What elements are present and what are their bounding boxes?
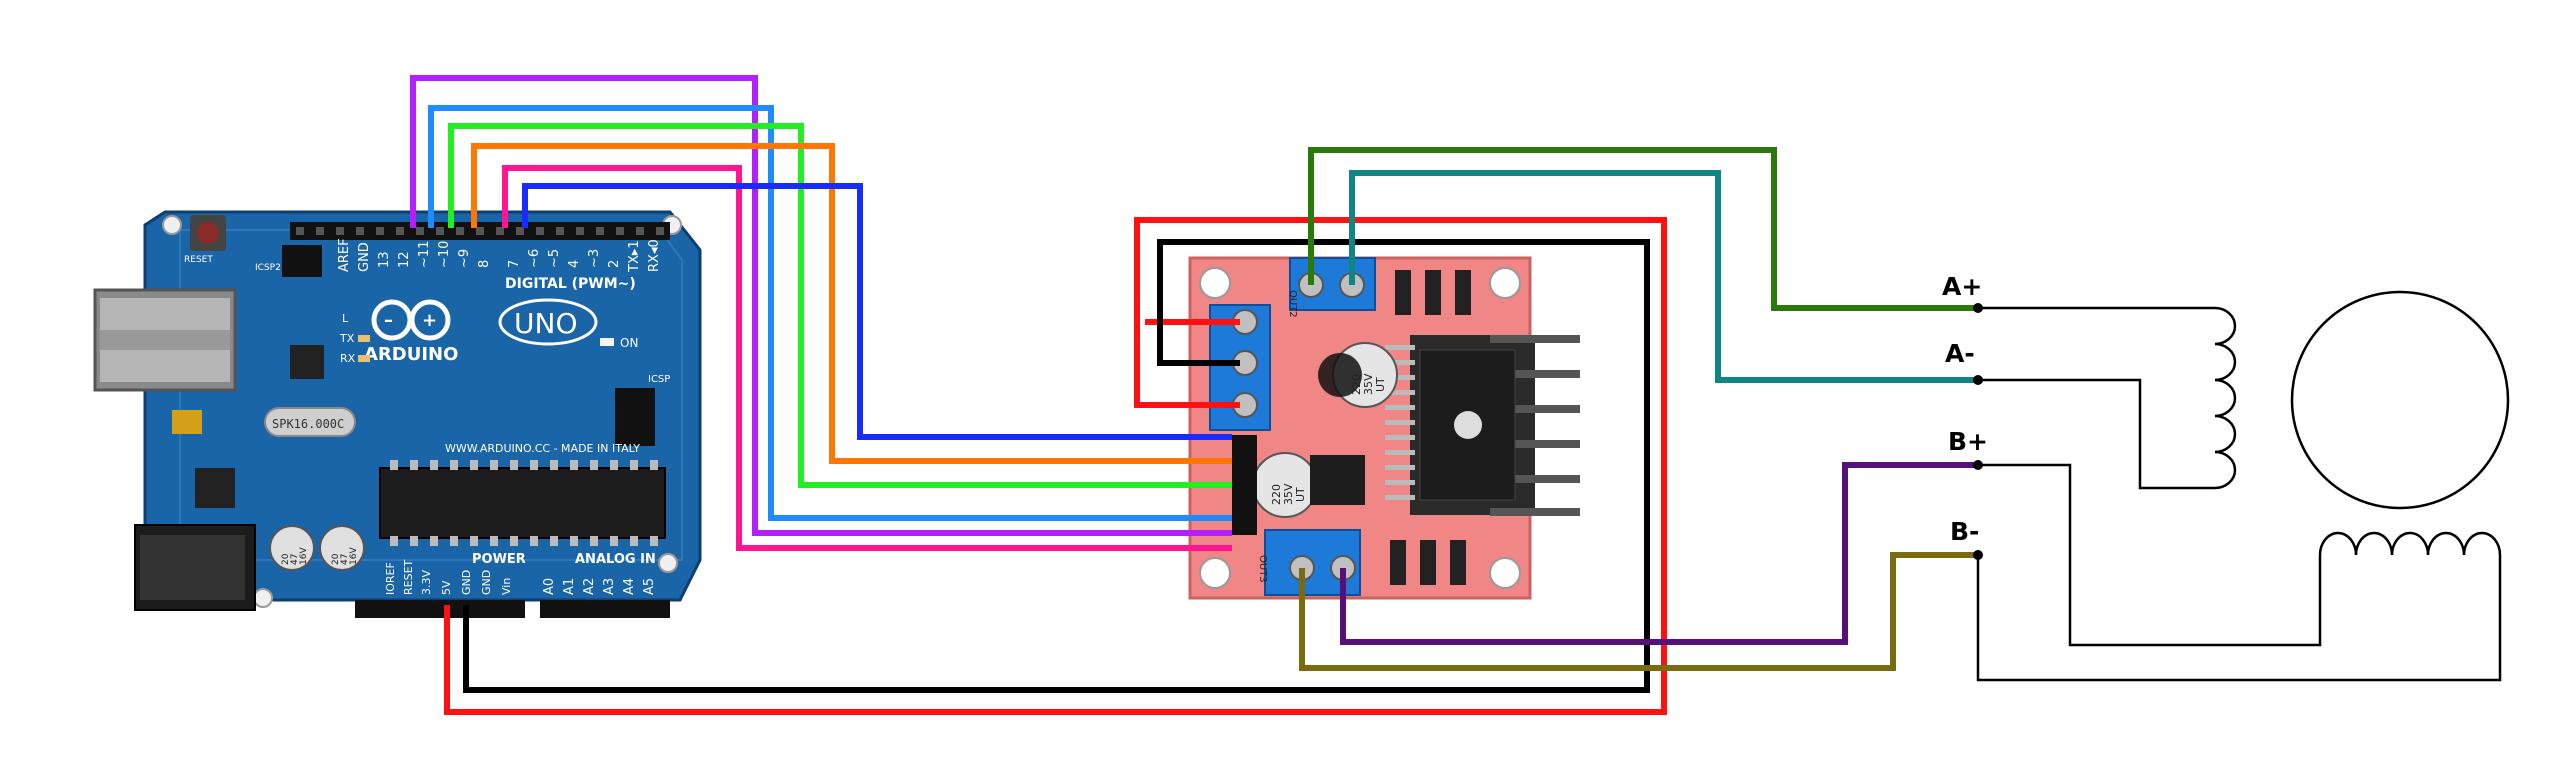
arduino-uno-board: RESET AREF GND 13 12 ~11 ~10 ~9 8 7 ~6 xyxy=(93,210,702,618)
pin-11-label: ~11 xyxy=(417,241,432,268)
wire-pink-pin7 xyxy=(502,165,1232,551)
pin-4-label: 4 xyxy=(567,260,582,268)
pin-5-label: ~5 xyxy=(547,249,562,268)
motor-rotor-circle xyxy=(2290,290,2510,510)
cap2-line-1: 20 xyxy=(331,553,341,565)
analog-pin-a5: A5 xyxy=(642,578,657,595)
pin-10-label: ~10 xyxy=(437,241,452,268)
stepper-motor-schematic xyxy=(1976,290,2510,682)
pin-12-label: 12 xyxy=(397,251,412,268)
wire-green-pin9 xyxy=(448,123,1232,488)
wire-skyblue-pin10 xyxy=(428,105,1232,521)
arduino-model-label: UNO xyxy=(514,307,577,340)
aref-pin-label: AREF xyxy=(337,238,352,272)
icsp2-label: ICSP2 xyxy=(255,263,281,273)
crystal-label: SPK16.000C xyxy=(272,417,344,431)
tx-led-label: TX xyxy=(339,332,355,345)
wire-blue-pin6 xyxy=(522,183,1232,440)
cap1-line-1: 20 xyxy=(281,553,291,565)
wire-purple-pin11 xyxy=(410,75,1232,536)
terminal-a-minus-label: A- xyxy=(1945,339,1975,368)
power-pin-5v: 5V xyxy=(440,580,453,595)
arduino-capacitor-2: 20 47 16V xyxy=(319,525,365,571)
pin-2-label: 2 xyxy=(607,260,622,268)
analog-pin-a0: A0 xyxy=(542,578,557,595)
cap1-line-3: 16V xyxy=(299,547,309,565)
driver-cap2-line-3: UT xyxy=(1294,487,1307,502)
on-led-label: ON xyxy=(620,336,638,350)
power-wires xyxy=(444,217,1667,715)
power-header xyxy=(355,600,525,618)
analog-header xyxy=(540,600,670,618)
svg-text:–: – xyxy=(384,310,393,331)
terminal-b-minus-label: B- xyxy=(1950,517,1979,546)
out3-label: OUT3 xyxy=(1257,555,1268,583)
motor-wires xyxy=(1299,147,1975,671)
power-pin-reset: RESET xyxy=(402,559,415,595)
input-header xyxy=(1232,435,1257,535)
wire-olive-b-minus xyxy=(1299,552,1975,671)
pin-8-label: 8 xyxy=(477,260,492,268)
driver-cap1-line-2: 35V xyxy=(1362,373,1375,395)
power-pin-gnd-2: GND xyxy=(480,570,493,595)
cap1-line-2: 47 xyxy=(290,554,300,565)
pin-7-label: 7 xyxy=(507,260,522,268)
analog-pin-a3: A3 xyxy=(602,578,617,595)
wire-teal-a-minus xyxy=(1349,170,1975,383)
driver-capacitor-1: 220 35V UT xyxy=(1318,342,1398,408)
gnd-pin-label: GND xyxy=(357,242,372,272)
wire-darkpurple-b-plus xyxy=(1340,462,1975,645)
cap2-line-2: 47 xyxy=(340,554,350,565)
pin-3-label: ~3 xyxy=(587,249,602,268)
wire-black-gnd xyxy=(463,239,1650,693)
rx-led-label: RX xyxy=(340,352,356,365)
l298n-driver-board: OUT2 OUT3 220 35V UT 220 35V UT xyxy=(1188,256,1580,600)
driver-cap2-line-1: 220 xyxy=(1270,484,1283,505)
svg-text:+: + xyxy=(422,310,437,331)
website-label: WWW.ARDUINO.CC - MADE IN ITALY xyxy=(445,442,640,455)
driver-capacitor-2: 220 35V UT xyxy=(1252,452,1318,518)
power-pin-3v3: 3.3V xyxy=(420,570,433,595)
power-pin-ioref: IOREF xyxy=(384,562,397,595)
digital-header-label: DIGITAL (PWM~) xyxy=(505,276,636,292)
wire-darkgreen-a-plus xyxy=(1308,147,1975,311)
pin-9-label: ~9 xyxy=(457,249,472,268)
analog-header-label: ANALOG IN xyxy=(575,552,656,567)
arduino-brand-label: ARDUINO xyxy=(364,344,458,365)
terminal-b-plus-label: B+ xyxy=(1948,427,1988,456)
driver-cap2-line-2: 35V xyxy=(1282,483,1295,505)
driver-cap1-line-3: UT xyxy=(1374,377,1387,392)
power-pin-gnd-1: GND xyxy=(460,570,473,595)
pin-1-label: TX▸1 xyxy=(627,240,642,273)
reset-button-label: RESET xyxy=(184,255,213,265)
analog-pin-a2: A2 xyxy=(582,578,597,595)
pin-13-label: 13 xyxy=(377,251,392,268)
pin-0-label: RX◂0 xyxy=(647,239,662,272)
wire-red-5v xyxy=(444,217,1667,715)
analog-pin-a1: A1 xyxy=(562,578,577,595)
terminal-a-plus-label: A+ xyxy=(1942,272,1982,301)
motor-terminal-dots xyxy=(1973,303,1983,560)
cap2-line-3: 16V xyxy=(349,547,359,565)
pin-6-label: ~6 xyxy=(527,249,542,268)
out2-label: OUT2 xyxy=(1287,290,1298,318)
arduino-capacitor-1: 20 47 16V xyxy=(269,525,315,571)
l-led-label: L xyxy=(342,312,349,325)
atmega-chip xyxy=(379,467,666,539)
arduino-logo: – + xyxy=(371,299,451,341)
arduino-to-driver-wires xyxy=(410,75,1232,551)
wire-orange-pin8 xyxy=(471,143,1232,464)
driver-cap1-line-1: 220 xyxy=(1350,374,1363,395)
icsp-label: ICSP xyxy=(648,374,670,385)
analog-pin-a4: A4 xyxy=(622,578,637,595)
power-pin-vin: Vin xyxy=(500,578,513,595)
power-header-label: POWER xyxy=(472,552,526,567)
crystal xyxy=(264,407,356,437)
